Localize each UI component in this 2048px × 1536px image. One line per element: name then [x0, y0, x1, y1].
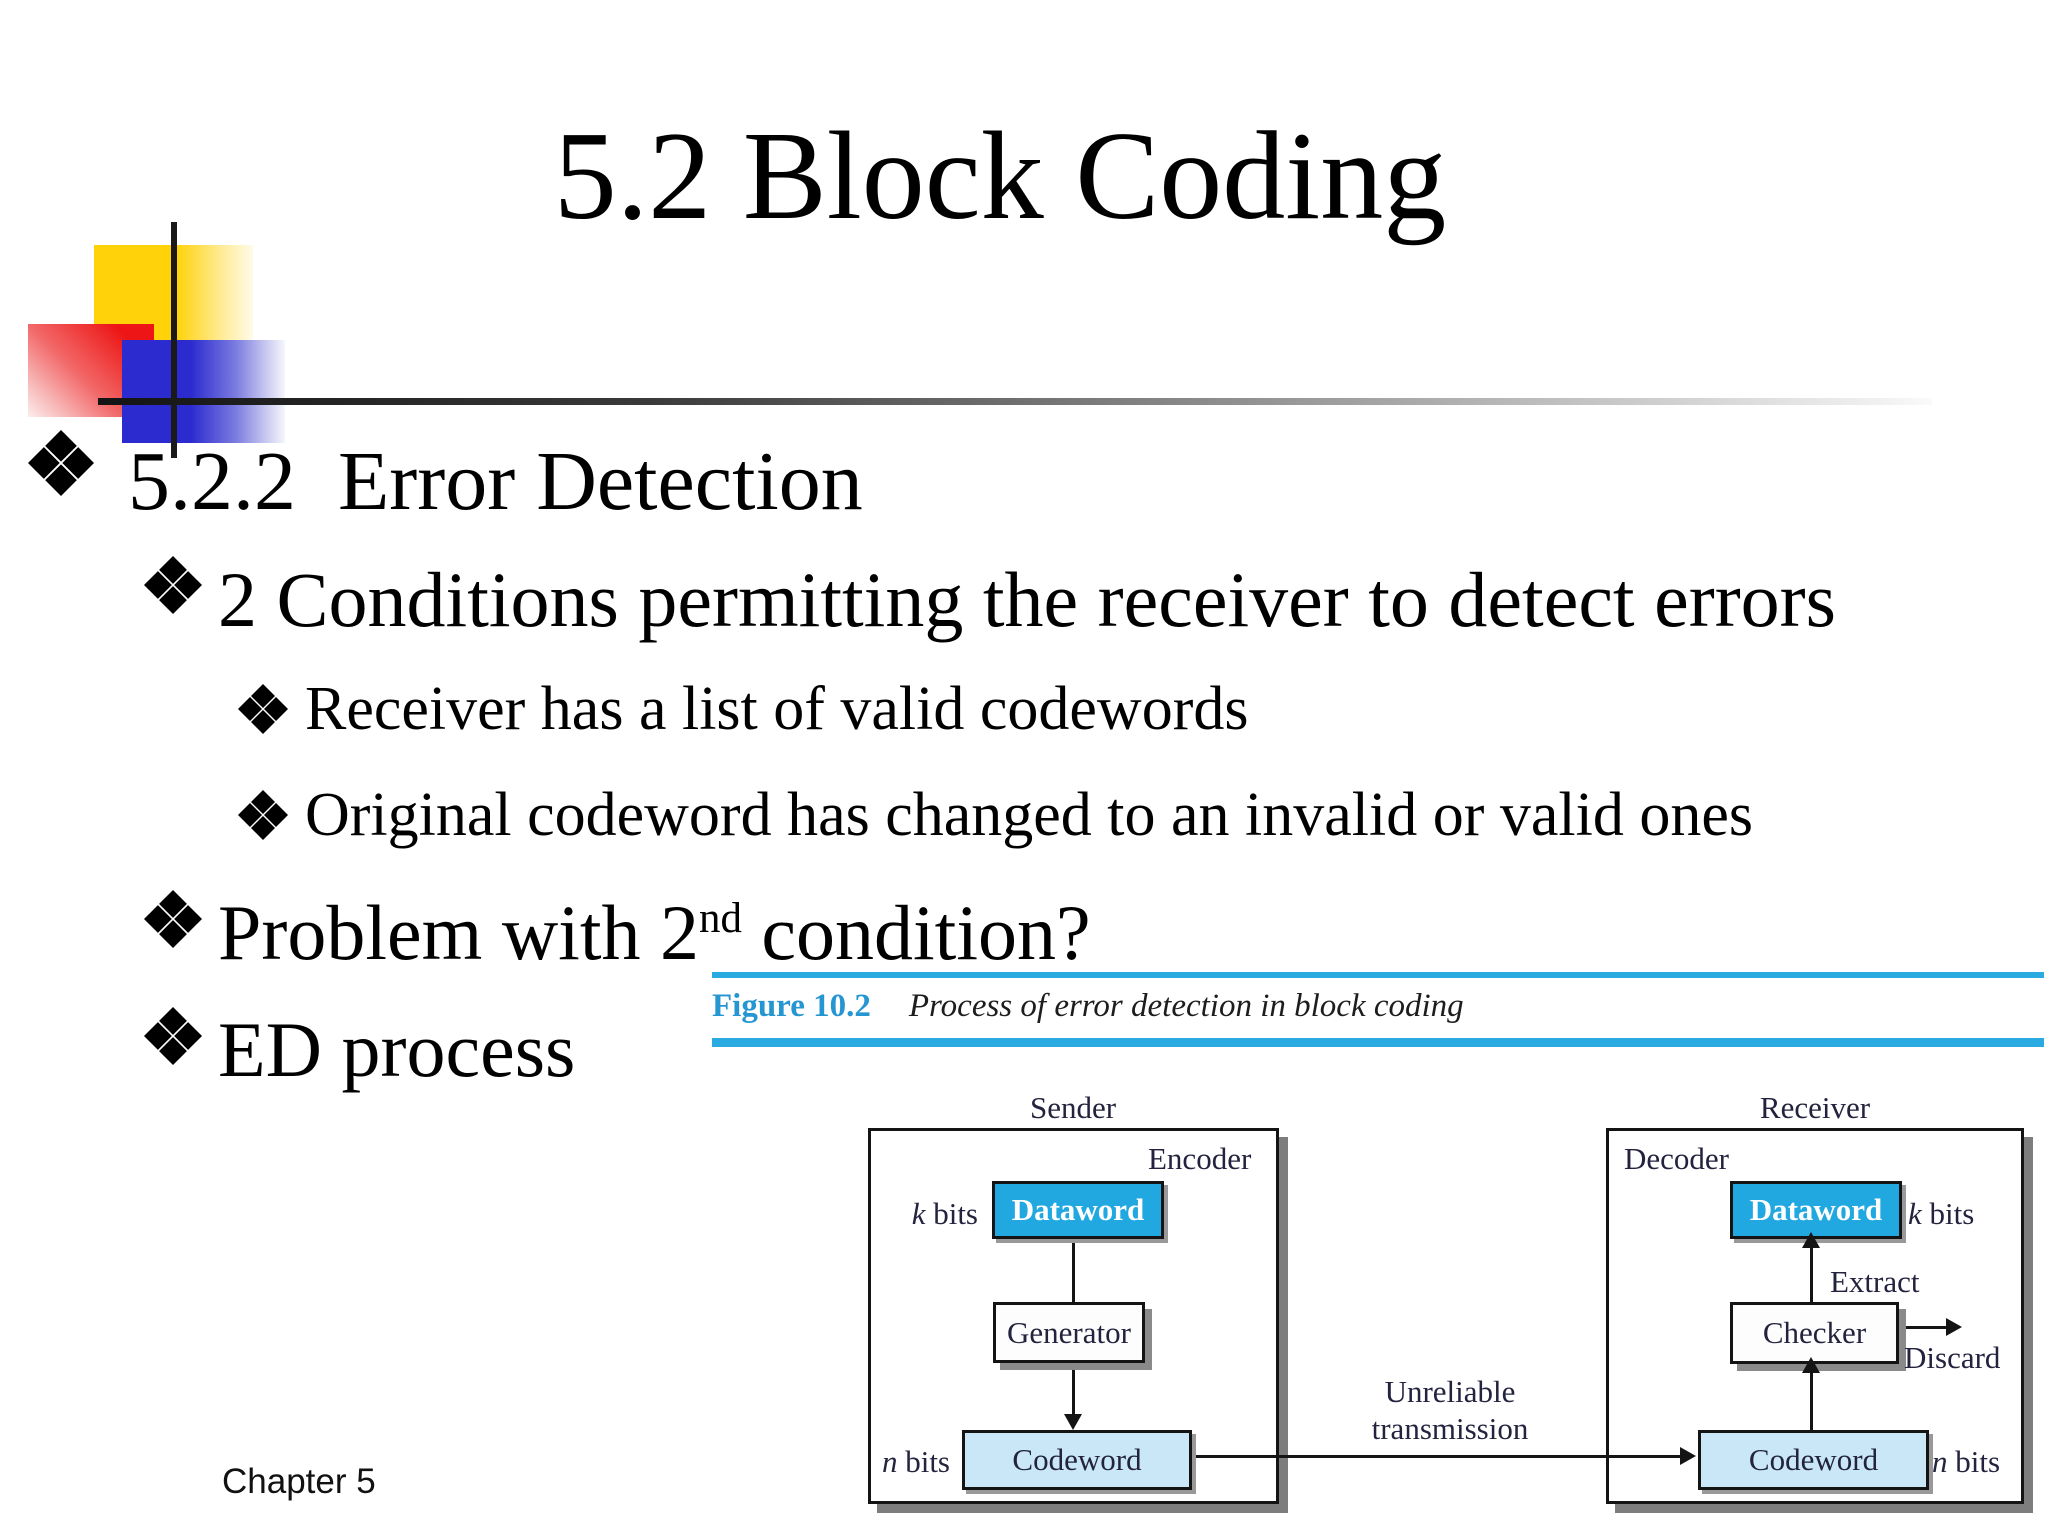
extract-label: Extract [1830, 1264, 1920, 1299]
arrow-down-icon [1064, 1414, 1082, 1430]
sender-dataword-box: Dataword [992, 1181, 1164, 1239]
checker-dataword-arrow [1810, 1246, 1813, 1302]
bits-word: bits [897, 1444, 950, 1479]
arrow-up-icon [1802, 1357, 1820, 1373]
bullet-two-conditions: 2 Conditions permitting the receiver to … [218, 556, 1837, 643]
transmission-line [1186, 1455, 1684, 1458]
diamond-bullet-icon [238, 790, 288, 840]
bullet-original-codeword: Original codeword has changed to an inva… [305, 781, 1753, 849]
ordinal-superscript: nd [699, 895, 742, 942]
diamond-bullet-icon [238, 684, 288, 734]
bullet-problem-condition: Problem with 2nd condition? [218, 886, 1091, 980]
receiver-dataword-box: Dataword [1730, 1181, 1902, 1239]
footer-chapter: Chapter 5 [222, 1462, 376, 1501]
figure-rule-top [712, 972, 2044, 978]
discard-label: Discard [1904, 1340, 2001, 1375]
decor-horizontal-rule [98, 398, 1932, 405]
arrow-up-icon [1802, 1232, 1820, 1248]
sender-k-bits-label: k bits [872, 1196, 978, 1233]
arrow-right-icon [1946, 1318, 1962, 1336]
page-title: 5.2 Block Coding [553, 107, 1447, 246]
bullet-problem-suffix: condition? [741, 889, 1091, 976]
bullet-valid-codewords: Receiver has a list of valid codewords [305, 675, 1249, 743]
bits-word: bits [925, 1196, 978, 1231]
receiver-k-bits-label: k bits [1908, 1196, 1974, 1233]
generator-codeword-arrow [1072, 1357, 1075, 1417]
decor-vertical-line [171, 222, 177, 458]
checker-box: Checker [1730, 1302, 1899, 1364]
unreliable-transmission-label: Unreliable transmission [1355, 1374, 1545, 1447]
decoder-label: Decoder [1624, 1141, 1729, 1176]
n-variable: n [1932, 1444, 1948, 1479]
receiver-codeword-box: Codeword [1698, 1430, 1929, 1490]
codeword-checker-arrow [1810, 1370, 1813, 1430]
heading-error-detection: 5.2.2 Error Detection [128, 435, 863, 528]
sender-title: Sender [1029, 1090, 1117, 1125]
diamond-bullet-icon [144, 1007, 202, 1065]
k-variable: k [1908, 1196, 1922, 1231]
figure-number: Figure 10.2 [712, 988, 871, 1024]
sender-n-bits-label: n bits [842, 1444, 950, 1481]
decor-blue-square [122, 340, 285, 443]
diamond-bullet-icon [28, 430, 94, 496]
sender-codeword-box: Codeword [962, 1430, 1192, 1490]
bits-word: bits [1947, 1444, 2001, 1479]
figure-caption-text: Process of error detection in block codi… [908, 988, 1464, 1024]
bullet-ed-process: ED process [218, 1006, 576, 1093]
arrow-right-icon [1680, 1447, 1696, 1465]
channel-label-line1: Unreliable [1384, 1374, 1516, 1409]
diamond-bullet-icon [144, 890, 202, 948]
bits-word: bits [1921, 1196, 1975, 1231]
n-variable: n [881, 1444, 898, 1479]
figure-rule-bottom [712, 1038, 2044, 1047]
k-variable: k [911, 1196, 926, 1231]
checker-discard-arrow [1896, 1326, 1950, 1329]
receiver-title: Receiver [1759, 1090, 1871, 1125]
channel-label-line2: transmission [1371, 1410, 1529, 1446]
bullet-problem-prefix: Problem with 2 [218, 889, 699, 976]
receiver-n-bits-label: n bits [1932, 1444, 2000, 1481]
diamond-bullet-icon [144, 556, 202, 614]
encoder-label: Encoder [1148, 1141, 1252, 1176]
figure-caption: Figure 10.2 Process of error detection i… [712, 988, 1464, 1025]
generator-box: Generator [993, 1302, 1145, 1363]
dataword-generator-connector [1072, 1233, 1075, 1303]
